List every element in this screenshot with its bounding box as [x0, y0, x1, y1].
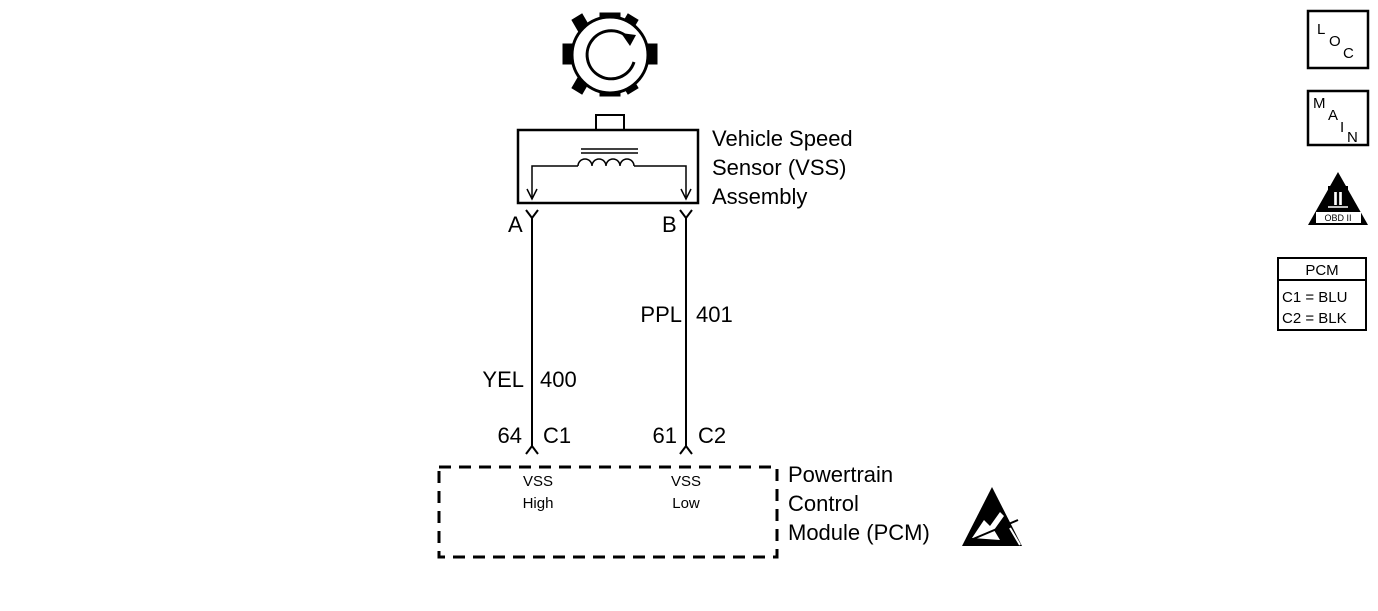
obd-ii-label: OBD II [1324, 213, 1351, 223]
right-pin-number: 61 [653, 423, 677, 448]
pcm-table-row-2: C2 = BLK [1282, 310, 1347, 327]
vss-title-line-1: Vehicle Speed [712, 126, 853, 151]
main-letter-m: M [1313, 95, 1326, 112]
pcm-title-line-3: Module (PCM) [788, 520, 930, 545]
pcm-box [437, 465, 779, 559]
pcm-input-1-line-1: VSS [523, 473, 553, 490]
loc-letter-o: O [1329, 33, 1341, 50]
reluctor-wheel-icon [562, 12, 658, 97]
pcm-title-line-1: Powertrain [788, 462, 893, 487]
vss-title-line-3: Assembly [712, 184, 807, 209]
pcm-title-line-2: Control [788, 491, 859, 516]
pcm-table-row-1: C1 = BLU [1282, 289, 1347, 306]
pcm-input-1-line-2: High [523, 495, 554, 512]
obd-ii-numeral: II [1333, 189, 1343, 209]
right-connector: C2 [698, 423, 726, 448]
left-wire-circuit: 400 [540, 367, 577, 392]
wire-right [679, 209, 693, 455]
loc-icon: L O C [1306, 9, 1370, 70]
loc-letter-c: C [1343, 45, 1354, 62]
pcm-connector-table: PCM C1 = BLU C2 = BLK [1277, 257, 1367, 331]
right-wire-circuit: 401 [696, 302, 733, 327]
obd-ii-icon: II OBD II [1308, 172, 1368, 225]
sensor-shaft [595, 114, 625, 131]
left-connector: C1 [543, 423, 571, 448]
left-pin-number: 64 [498, 423, 522, 448]
main-letter-i: I [1340, 119, 1344, 136]
wire-left [525, 209, 539, 455]
terminal-b-label: B [662, 212, 677, 237]
terminal-a-label: A [508, 212, 523, 237]
main-icon: M A I N [1306, 89, 1370, 147]
left-wire-color: YEL [482, 367, 524, 392]
vss-title-line-2: Sensor (VSS) [712, 155, 847, 180]
pcm-table-header: PCM [1305, 262, 1338, 279]
pcm-input-2-line-1: VSS [671, 473, 701, 490]
main-letter-a: A [1328, 107, 1338, 124]
main-letter-n: N [1347, 129, 1358, 146]
esd-warning-icon [962, 487, 1022, 546]
right-wire-color: PPL [640, 302, 682, 327]
loc-letter-l: L [1317, 21, 1325, 38]
pcm-input-2-line-2: Low [672, 495, 700, 512]
coil-icon [526, 148, 692, 201]
